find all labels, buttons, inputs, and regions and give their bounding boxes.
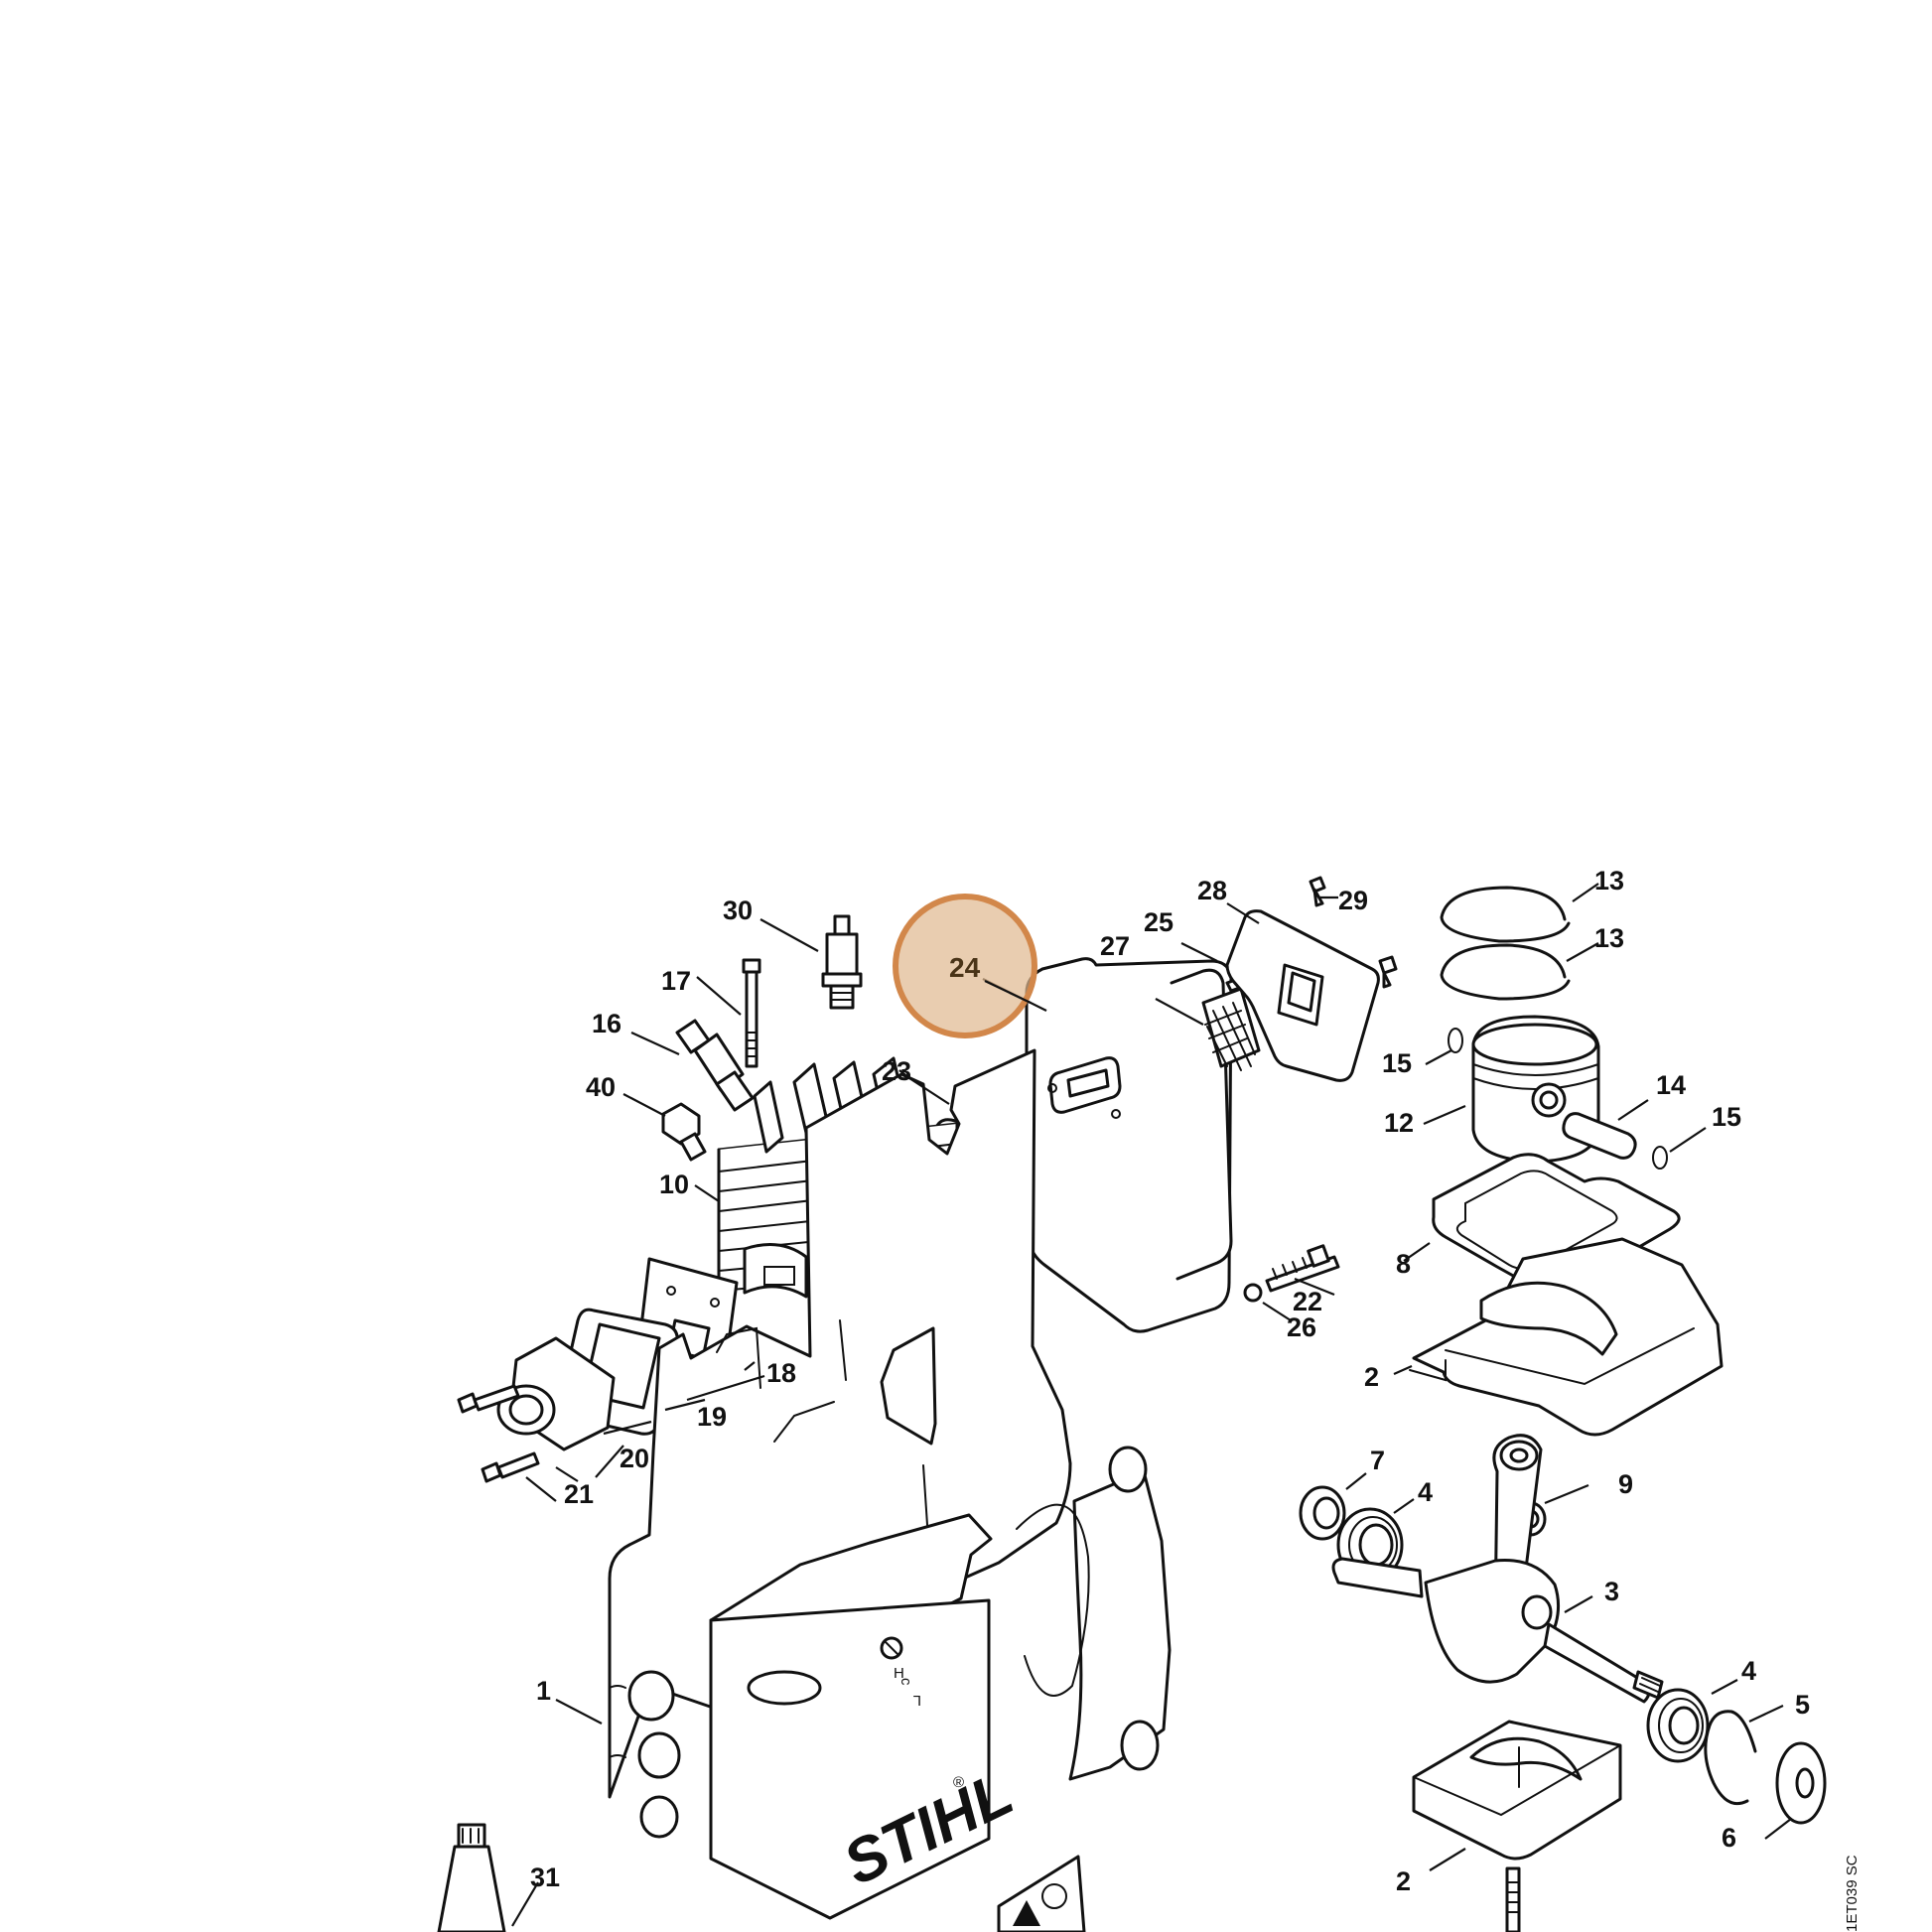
callout-2-upper[interactable]: 2 xyxy=(1364,1362,1379,1392)
decompression-valve xyxy=(675,1019,755,1112)
callout-21[interactable]: 21 xyxy=(564,1479,594,1509)
callout-2-lower[interactable]: 2 xyxy=(1396,1866,1411,1896)
highlight-ring xyxy=(893,894,1037,1038)
callout-27[interactable]: 27 xyxy=(1100,931,1130,961)
piston-rings xyxy=(1440,886,1571,1001)
muffler-bolt xyxy=(1265,1244,1340,1293)
callout-14[interactable]: 14 xyxy=(1656,1070,1686,1100)
plug xyxy=(661,1102,707,1162)
bearing-circlip xyxy=(1704,1710,1757,1806)
callout-23[interactable]: 23 xyxy=(882,1056,911,1086)
callout-5[interactable]: 5 xyxy=(1795,1690,1810,1720)
callout-19[interactable]: 19 xyxy=(697,1402,727,1432)
callout-13-top[interactable]: 13 xyxy=(1594,866,1624,896)
callout-26[interactable]: 26 xyxy=(1287,1312,1316,1342)
muffler-cover xyxy=(1225,909,1380,1082)
drawing-code: 1ET039 SC xyxy=(1844,1855,1861,1932)
intake-flange xyxy=(496,1336,616,1451)
callout-28[interactable]: 28 xyxy=(1197,876,1227,905)
callout-31[interactable]: 31 xyxy=(530,1863,560,1892)
callout-7[interactable]: 7 xyxy=(1370,1446,1385,1475)
crankshaft-seal xyxy=(1299,1485,1346,1541)
callout-12[interactable]: 12 xyxy=(1384,1108,1414,1138)
leader-lines xyxy=(511,883,1792,1927)
callout-17[interactable]: 17 xyxy=(661,966,691,996)
piston-pin xyxy=(1562,1112,1637,1160)
crankcase-half-lower xyxy=(1412,1720,1622,1861)
sealant-tube xyxy=(437,1823,506,1932)
spark-arrest-screen xyxy=(1201,987,1261,1071)
callout-15-right[interactable]: 15 xyxy=(1712,1102,1741,1132)
svg-text:c: c xyxy=(897,1678,914,1686)
callout-30[interactable]: 30 xyxy=(723,896,753,925)
callout-numbers: 1 2 2 3 4 4 5 6 7 8 9 10 12 13 13 14 15 … xyxy=(530,866,1810,1896)
callout-18[interactable]: 18 xyxy=(766,1358,796,1388)
callout-9[interactable]: 9 xyxy=(1618,1469,1633,1499)
callout-3[interactable]: 3 xyxy=(1604,1577,1619,1606)
flange-screws xyxy=(457,1384,540,1483)
callout-4-left[interactable]: 4 xyxy=(1418,1477,1433,1507)
piston-pin-clip-2 xyxy=(1652,1146,1668,1170)
callout-4-right[interactable]: 4 xyxy=(1741,1656,1756,1686)
callout-10[interactable]: 10 xyxy=(659,1170,689,1199)
callout-25[interactable]: 25 xyxy=(1144,907,1173,937)
svg-text:®: ® xyxy=(953,1774,964,1791)
muffler xyxy=(1025,957,1233,1333)
thrust-washer xyxy=(1775,1741,1827,1825)
svg-text:L: L xyxy=(913,1692,921,1709)
callout-22[interactable]: 22 xyxy=(1293,1287,1322,1316)
spark-plug xyxy=(821,914,863,1010)
crankshaft xyxy=(1331,1434,1664,1704)
callout-29[interactable]: 29 xyxy=(1338,886,1368,915)
callout-20[interactable]: 20 xyxy=(620,1444,649,1473)
callout-24[interactable]: 24 xyxy=(949,952,981,983)
cylinder-bolt xyxy=(742,958,761,1068)
bottom-screw xyxy=(1505,1866,1521,1932)
bolt-washer xyxy=(1243,1283,1263,1303)
callout-13-bottom[interactable]: 13 xyxy=(1594,923,1624,953)
crankshaft-bearing-2 xyxy=(1646,1688,1710,1763)
callout-8[interactable]: 8 xyxy=(1396,1249,1411,1279)
callout-16[interactable]: 16 xyxy=(592,1009,621,1038)
crankcase-half-upper xyxy=(1409,1237,1724,1437)
warning-label xyxy=(997,1855,1086,1932)
svg-text:H: H xyxy=(894,1665,904,1682)
callout-40[interactable]: 40 xyxy=(586,1072,616,1102)
highlight-leader xyxy=(984,980,1032,1004)
callout-1[interactable]: 1 xyxy=(536,1676,551,1706)
cover-screws xyxy=(1309,876,1398,989)
callout-6[interactable]: 6 xyxy=(1722,1823,1736,1853)
piston-pin-clip xyxy=(1448,1028,1463,1053)
callout-15-left[interactable]: 15 xyxy=(1382,1048,1412,1078)
